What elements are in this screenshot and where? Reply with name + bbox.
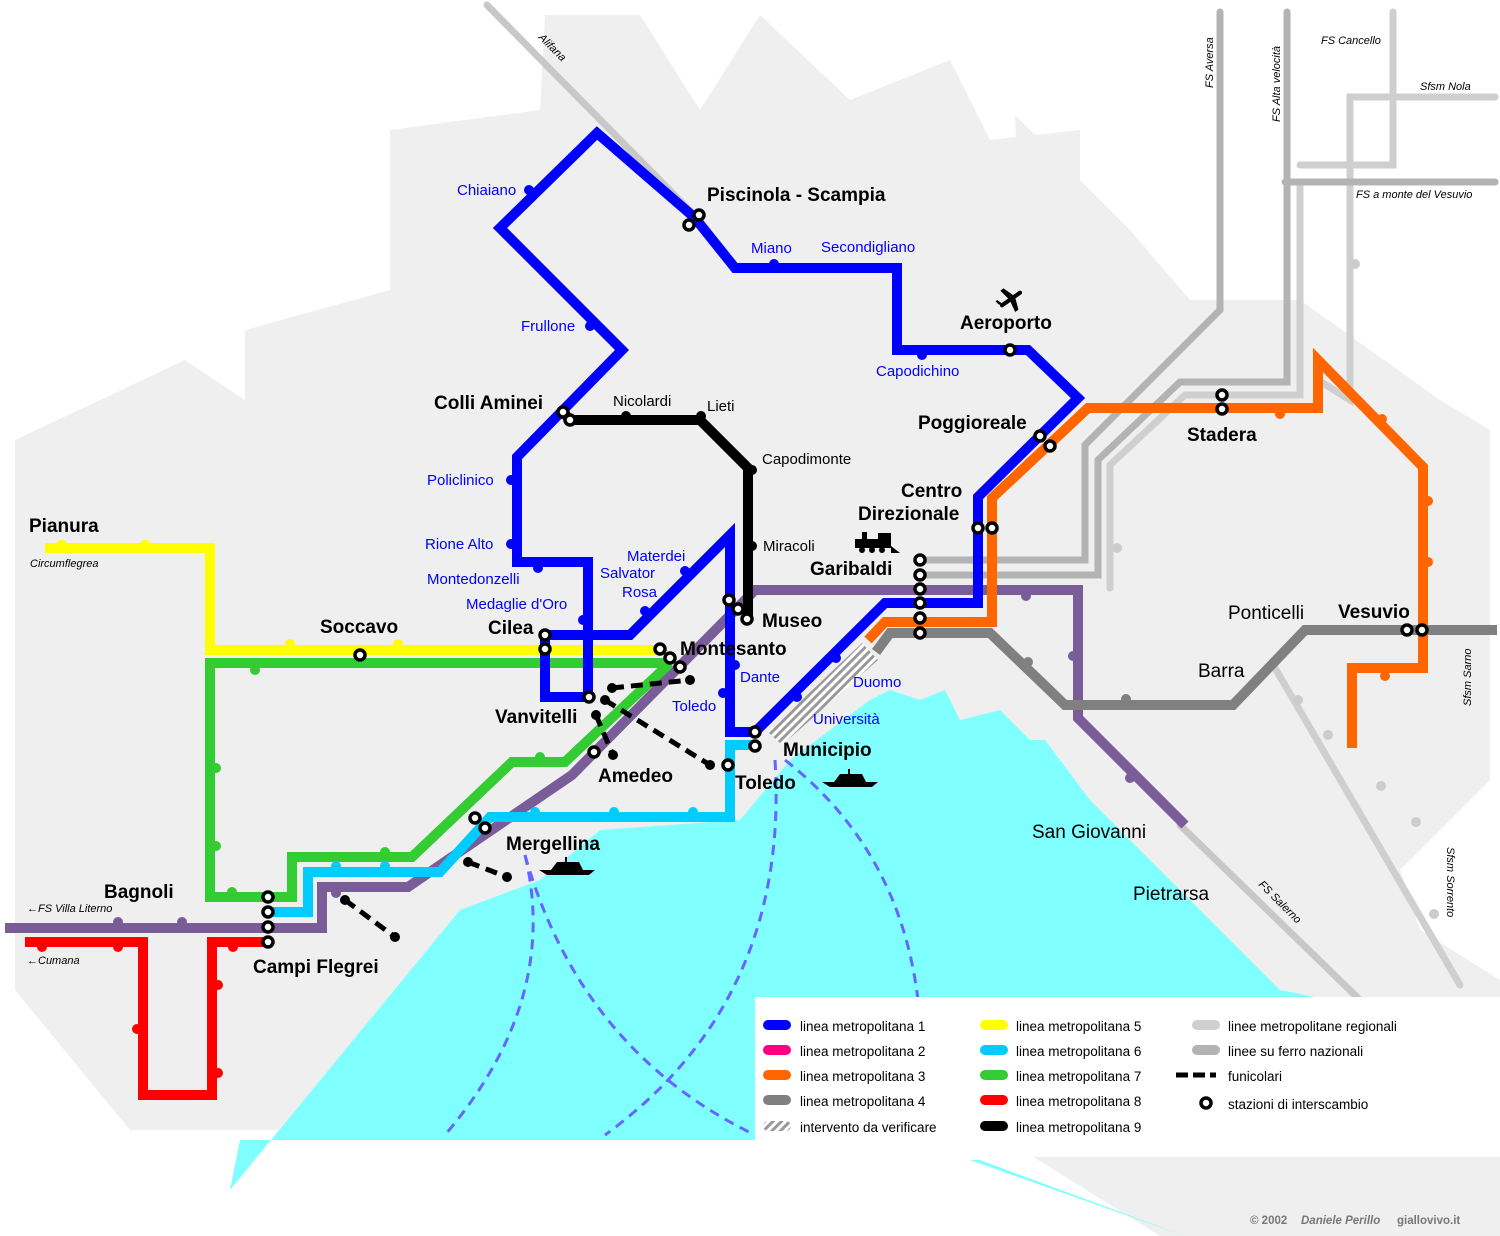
legend-col-2: linea metropolitana 5 linea metropolitan… bbox=[980, 1019, 1141, 1135]
legend: linea metropolitana 1 linea metropolitan… bbox=[755, 997, 1500, 1157]
legend-label: linea metropolitana 8 bbox=[1016, 1094, 1141, 1109]
station-label: Garibaldi bbox=[810, 559, 892, 580]
ferry-icon bbox=[539, 857, 595, 875]
station-label: Montesanto bbox=[680, 639, 787, 660]
legend-label: linee su ferro nazionali bbox=[1228, 1044, 1363, 1059]
station-label: Municipio bbox=[783, 740, 872, 761]
legend-label: linea metropolitana 4 bbox=[800, 1094, 926, 1109]
station-label: Duomo bbox=[853, 674, 901, 691]
station-label: Cilea bbox=[488, 618, 534, 639]
rail-label: ←Cumana bbox=[27, 955, 80, 967]
station-label: Barra bbox=[1198, 661, 1245, 682]
station-label: Colli Aminei bbox=[434, 393, 543, 414]
station-label: Frullone bbox=[521, 318, 575, 335]
legend-col-1: linea metropolitana 1 linea metropolitan… bbox=[763, 1019, 937, 1135]
rail-label: FS Aversa bbox=[1204, 37, 1216, 88]
hatched-section bbox=[768, 643, 878, 745]
credit-author: Daniele Perillo bbox=[1301, 1215, 1380, 1227]
station-label: Mergellina bbox=[506, 834, 600, 855]
line-3 bbox=[864, 347, 1428, 748]
legend-label: linee metropolitane regionali bbox=[1228, 1019, 1397, 1034]
station-label: Secondigliano bbox=[821, 239, 915, 256]
station-label: Museo bbox=[762, 611, 822, 632]
station-label: Rione Alto bbox=[425, 536, 493, 553]
station-label: Medaglie d'Oro bbox=[466, 596, 567, 613]
rail-label: Circumflegrea bbox=[30, 558, 98, 570]
legend-col-3: linee metropolitane regionali linee su f… bbox=[1176, 1019, 1397, 1112]
station-label: Capodimonte bbox=[762, 451, 851, 468]
legend-label: funicolari bbox=[1228, 1069, 1282, 1084]
ferry-routes bbox=[443, 758, 920, 1137]
station-label: Stadera bbox=[1187, 425, 1257, 446]
line-5 bbox=[45, 543, 665, 655]
station-label: Direzionale bbox=[858, 504, 959, 525]
station-label: Rosa bbox=[622, 584, 658, 601]
line-7 bbox=[205, 658, 674, 902]
rail-label: FS Cancello bbox=[1321, 35, 1381, 47]
station-label: Bagnoli bbox=[104, 882, 174, 903]
station-label: Policlinico bbox=[427, 472, 494, 489]
credit-year: © 2002 bbox=[1250, 1215, 1287, 1227]
credit-site[interactable]: giallovivo.it bbox=[1397, 1215, 1460, 1227]
station-label: Pianura bbox=[29, 516, 99, 537]
station-label: Capodichino bbox=[876, 363, 959, 380]
airplane-icon bbox=[995, 288, 1023, 312]
station-label: Dante bbox=[740, 669, 780, 686]
station-label: Nicolardi bbox=[613, 393, 671, 410]
station-label: Pietrarsa bbox=[1133, 884, 1209, 905]
line-1 bbox=[492, 126, 1086, 737]
station-label: Montedonzelli bbox=[427, 571, 520, 588]
station-label: Lieti bbox=[707, 398, 735, 415]
funicular-lines bbox=[340, 675, 715, 942]
station-label: Centro bbox=[901, 481, 962, 502]
station-label: Università bbox=[813, 711, 880, 728]
station-label: Aeroporto bbox=[960, 313, 1052, 334]
legend-label: linea metropolitana 1 bbox=[800, 1019, 925, 1034]
train-icon bbox=[855, 532, 900, 553]
line-6 bbox=[268, 740, 755, 917]
station-label: Salvator bbox=[600, 565, 655, 582]
legend-label: linea metropolitana 2 bbox=[800, 1044, 925, 1059]
station-label: Amedeo bbox=[598, 766, 673, 787]
rail-label: FS a monte del Vesuvio bbox=[1356, 189, 1472, 201]
rail-label: Sfsm Nola bbox=[1420, 81, 1471, 93]
station-label: San Giovanni bbox=[1032, 822, 1146, 843]
legend-label: linea metropolitana 5 bbox=[1016, 1019, 1141, 1034]
line-purple bbox=[5, 585, 1189, 933]
station-label: Poggioreale bbox=[918, 413, 1027, 434]
station-dots bbox=[37, 185, 1439, 1078]
legend-label: intervento da verificare bbox=[800, 1120, 937, 1135]
rail-label: ←FS Villa Literno bbox=[27, 903, 112, 915]
credits: © 2002 Daniele Perillo giallovivo.it bbox=[1250, 1215, 1460, 1227]
station-label: Campi Flegrei bbox=[253, 957, 379, 978]
station-label: Toledo bbox=[735, 773, 796, 794]
legend-label: linea metropolitana 9 bbox=[1016, 1120, 1141, 1135]
legend-label: linea metropolitana 3 bbox=[800, 1069, 925, 1084]
station-label: Soccavo bbox=[320, 617, 398, 638]
station-label: Materdei bbox=[627, 548, 685, 565]
station-label: Piscinola - Scampia bbox=[707, 185, 886, 206]
station-label: Miano bbox=[751, 240, 792, 257]
legend-label: linea metropolitana 7 bbox=[1016, 1069, 1141, 1084]
station-label: Chiaiano bbox=[457, 182, 516, 199]
sea-area bbox=[230, 690, 1372, 1236]
line-8 bbox=[25, 937, 268, 1100]
station-label: Ponticelli bbox=[1228, 603, 1304, 624]
station-labels: Chiaiano Piscinola - Scampia Miano Secon… bbox=[29, 182, 1410, 978]
metro-lines bbox=[5, 126, 1497, 1100]
rail-label: FS Alta velocità bbox=[1271, 46, 1283, 122]
interchange-stations bbox=[261, 208, 1429, 949]
station-label: Vanvitelli bbox=[495, 707, 577, 728]
station-label: Miracoli bbox=[763, 538, 815, 555]
rail-label: Sfsm Sarno bbox=[1462, 649, 1474, 706]
line-4 bbox=[871, 625, 1497, 710]
legend-label: stazioni di interscambio bbox=[1228, 1097, 1368, 1112]
station-label: Toledo bbox=[672, 698, 716, 715]
ferry-icon bbox=[822, 769, 878, 787]
rail-label: Sfsm Sorrento bbox=[1444, 847, 1456, 917]
legend-label: linea metropolitana 6 bbox=[1016, 1044, 1141, 1059]
station-label: Vesuvio bbox=[1338, 602, 1410, 623]
